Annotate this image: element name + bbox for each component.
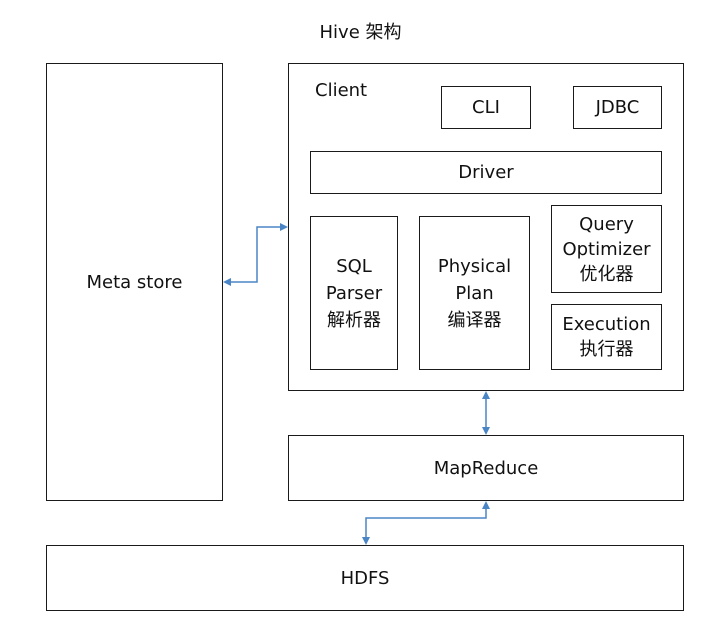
driver-box: Driver <box>310 151 662 194</box>
driver-label: Driver <box>458 162 514 183</box>
physical-plan-line3: 编译器 <box>447 309 502 331</box>
cli-label: CLI <box>472 97 500 118</box>
query-optimizer-box: Query Optimizer 优化器 <box>551 205 662 293</box>
physical-plan-box: Physical Plan 编译器 <box>419 216 530 370</box>
execution-line2: 执行器 <box>579 339 634 360</box>
sql-parser-box: SQL Parser 解析器 <box>310 216 398 370</box>
diagram-title: Hive 架构 <box>319 22 402 43</box>
query-optimizer-line2: Optimizer <box>562 238 651 260</box>
client-label: Client <box>315 80 368 101</box>
metastore-client-arrow <box>223 223 288 286</box>
query-optimizer-line1: Query <box>579 213 634 235</box>
physical-plan-line1: Physical <box>437 255 512 277</box>
query-optimizer-line3: 优化器 <box>579 263 634 285</box>
cli-box: CLI <box>441 86 531 129</box>
jdbc-label: JDBC <box>595 97 640 118</box>
physical-plan-line2: Plan <box>455 282 494 304</box>
hdfs-box: HDFS <box>46 545 684 611</box>
jdbc-box: JDBC <box>573 86 662 129</box>
hdfs-label: HDFS <box>340 567 390 589</box>
execution-line1: Execution <box>562 314 651 335</box>
sql-parser-line2: Parser <box>325 282 383 304</box>
mapreduce-hdfs-arrow <box>362 501 490 545</box>
mapreduce-label: MapReduce <box>433 457 539 479</box>
sql-parser-line3: 解析器 <box>327 309 381 331</box>
sql-parser-line1: SQL <box>336 255 372 277</box>
metastore-box: Meta store <box>46 63 223 501</box>
mapreduce-box: MapReduce <box>288 435 684 501</box>
metastore-label: Meta store <box>86 271 183 293</box>
execution-box: Execution 执行器 <box>551 304 662 370</box>
